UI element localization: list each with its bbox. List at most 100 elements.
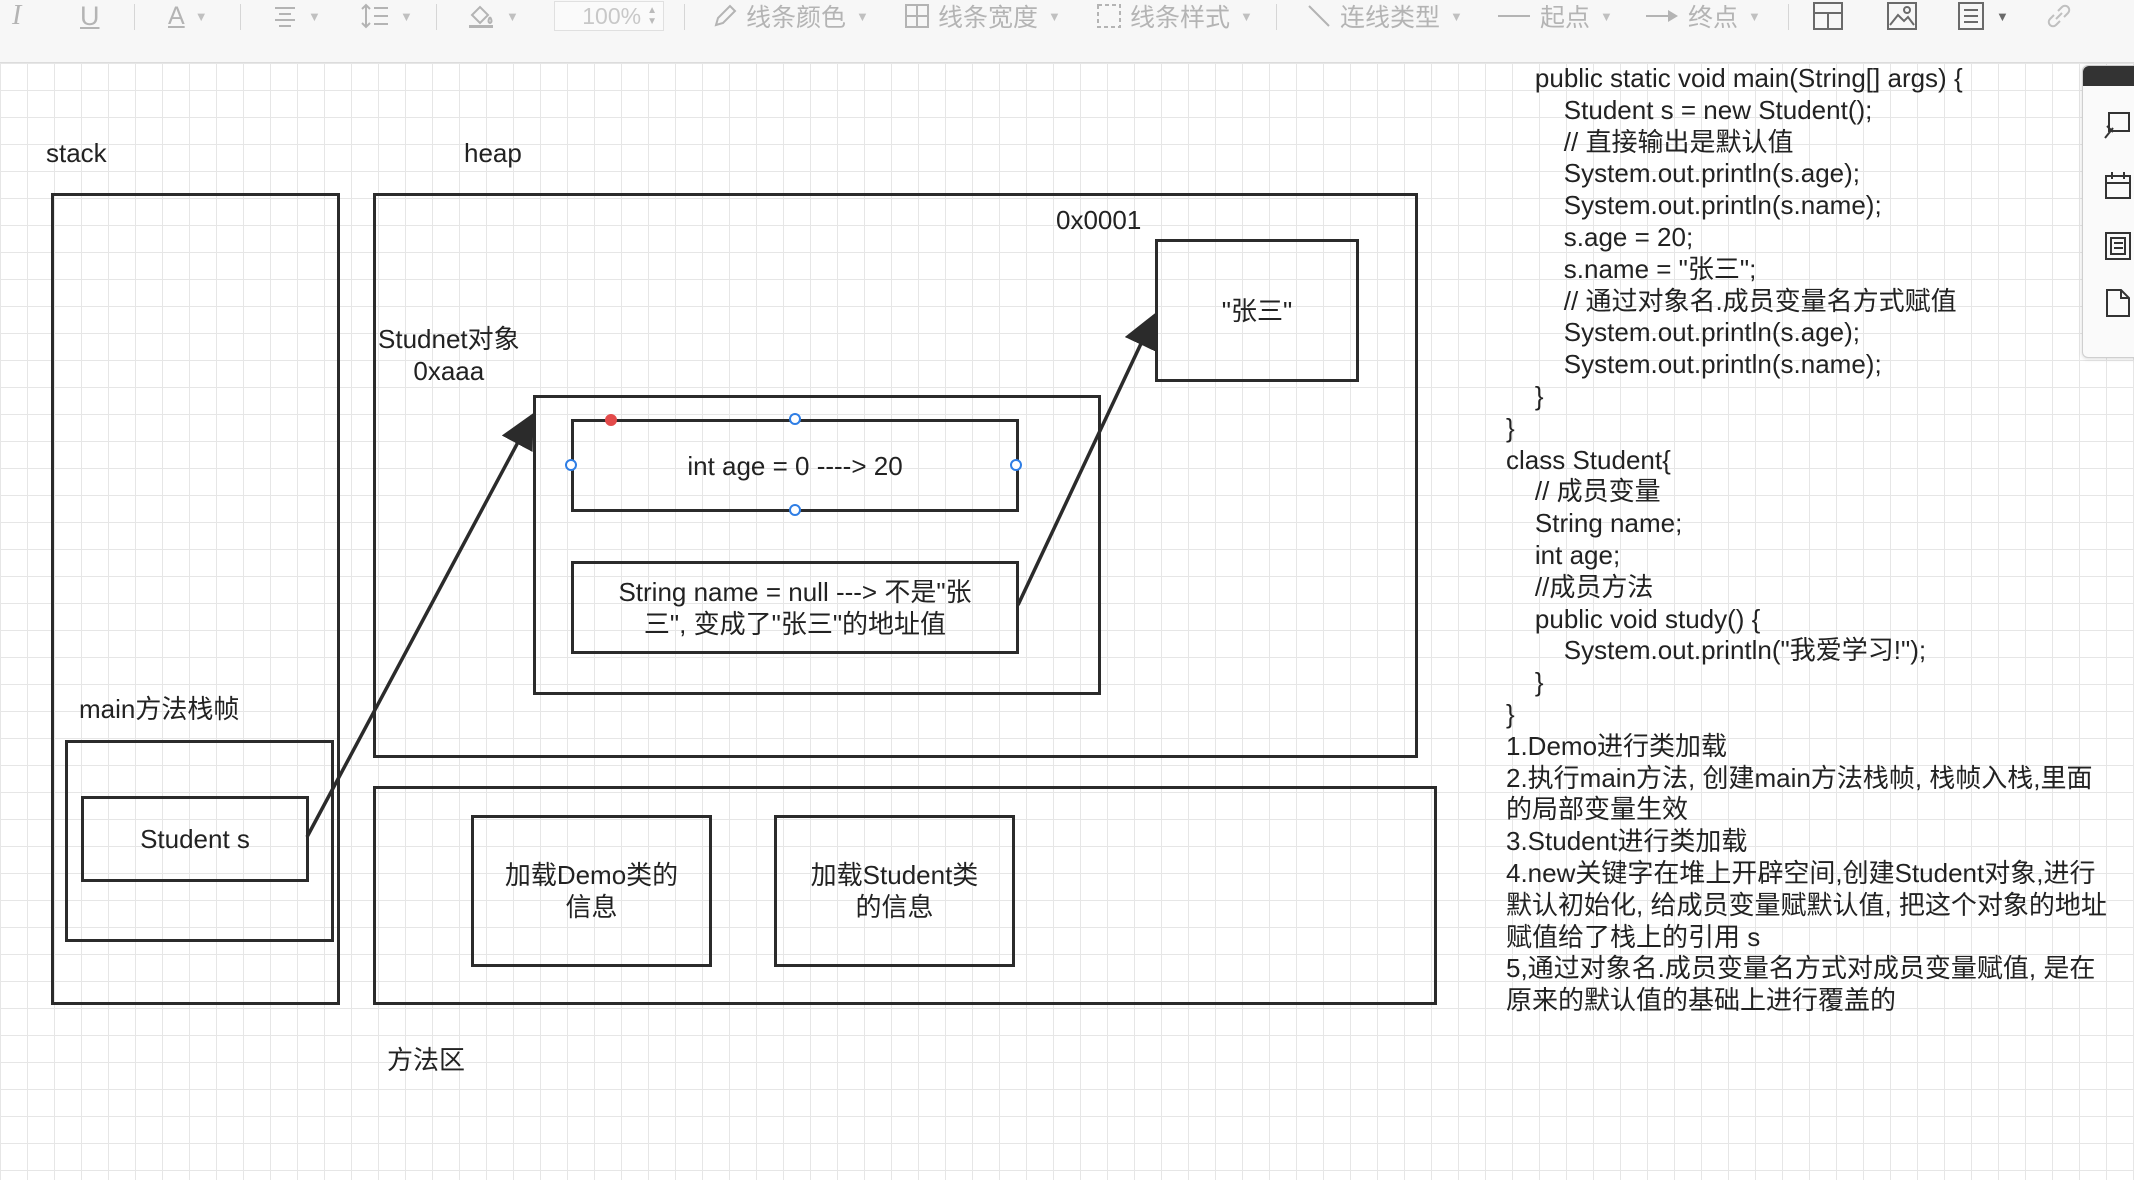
connector-type-label: 连线类型: [1340, 4, 1441, 32]
reference-arrow-name-to-string[interactable]: [1016, 312, 1157, 606]
pencil-icon: [714, 4, 737, 27]
demo-class-line2: 信息: [565, 892, 618, 922]
code-line: }: [1506, 380, 1544, 411]
code-text-block[interactable]: public static void main(String[] args) {…: [1506, 63, 2126, 1017]
code-line: System.out.println(s.age);: [1506, 317, 1861, 348]
code-line: 的局部变量生效: [1506, 794, 1689, 825]
heap-box[interactable]: [373, 193, 1418, 758]
student-object-box[interactable]: [533, 395, 1101, 695]
font-color-button[interactable]: A ▼: [168, 0, 208, 32]
resize-handle[interactable]: [789, 504, 801, 516]
code-line: 默认初始化, 给成员变量赋默认值, 把这个对象的地址: [1506, 889, 2107, 920]
insert-menu-button[interactable]: ▼: [1956, 0, 2009, 32]
zoom-input[interactable]: 100% ▲▼: [554, 0, 664, 32]
code-line: 2.执行main方法, 创建main方法栈帧, 栈帧入栈,里面: [1506, 762, 2093, 793]
chevron-down-icon: ▼: [1996, 8, 2009, 24]
insert-image-button[interactable]: [1886, 0, 1918, 32]
underline-button[interactable]: U: [80, 0, 100, 32]
name-field-box[interactable]: String name = null ---> 不是"张 三", 变成了"张三"…: [571, 561, 1019, 654]
chevron-down-icon: ▼: [308, 8, 321, 24]
code-line: 原来的默认值的基础上进行覆盖的: [1506, 985, 1897, 1016]
name-field-line1: String name = null ---> 不是"张: [618, 576, 972, 607]
page-icon[interactable]: [2103, 288, 2131, 318]
calendar-icon[interactable]: [2103, 170, 2131, 200]
drawing-canvas[interactable]: [0, 63, 2134, 1180]
toolbar-divider: [240, 4, 241, 30]
age-field-text: int age = 0 ----> 20: [687, 450, 903, 481]
code-line: s.age = 20;: [1506, 221, 1694, 252]
chevron-down-icon: ▼: [1048, 8, 1061, 24]
line-end-arrow-icon: [1646, 10, 1678, 22]
line-style-label: 线条样式: [1130, 4, 1231, 32]
code-line: int age;: [1506, 539, 1621, 570]
dashed-box-icon: [1097, 4, 1121, 28]
main-method-frame[interactable]: [65, 740, 334, 942]
start-label: 起点: [1540, 4, 1591, 32]
image-icon: [1887, 2, 1917, 30]
link-button[interactable]: [2044, 0, 2074, 32]
connection-point[interactable]: [605, 414, 617, 426]
chevron-down-icon: ▼: [856, 8, 869, 24]
code-line: }: [1506, 412, 1515, 443]
demo-class-line1: 加载Demo类的: [504, 860, 679, 890]
code-line: s.name = "张三";: [1506, 253, 1757, 284]
code-line: 1.Demo进行类加载: [1506, 730, 1728, 761]
code-line: Student s = new Student();: [1506, 94, 1873, 125]
panel-header: [2083, 66, 2134, 86]
line-spacing-button[interactable]: ▼: [360, 0, 413, 32]
connector-type-button[interactable]: 连线类型 ▼: [1306, 0, 1463, 32]
chevron-down-icon: ▼: [1450, 8, 1463, 24]
line-spacing-icon: [361, 3, 388, 29]
toolbar-divider: [684, 4, 685, 30]
code-line: // 成员变量: [1506, 476, 1661, 507]
code-line: System.out.println(s.name);: [1506, 349, 1882, 380]
code-line: System.out.println(s.age);: [1506, 158, 1861, 189]
line-width-label: 线条宽度: [938, 4, 1039, 32]
student-var-label: Student s: [140, 824, 250, 854]
stepper-icon: ▲▼: [647, 5, 657, 27]
method-area-box[interactable]: [373, 786, 1437, 1005]
object-label: Studnet对象 0xaaa: [378, 323, 520, 387]
student-reference-box[interactable]: Student s: [81, 796, 309, 882]
method-area-label: 方法区: [387, 1045, 466, 1075]
link-icon: [2047, 4, 2071, 28]
resize-handle[interactable]: [565, 459, 577, 471]
main-frame-label: main方法栈帧: [79, 694, 240, 724]
align-button[interactable]: ▼: [272, 0, 321, 32]
format-toolbar: I U A ▼ ▼ ▼ ▼ 100% ▲▼ 线条颜色 ▼ 线条宽度 ▼ 线条: [0, 0, 2134, 63]
format-panel-icon[interactable]: [2103, 110, 2131, 140]
heap-label: heap: [464, 138, 522, 168]
underline-icon: U: [80, 0, 100, 31]
string-address-label: 0x0001: [1056, 205, 1142, 235]
resize-handle[interactable]: [789, 413, 801, 425]
student-class-box[interactable]: 加载Student类 的信息: [774, 815, 1015, 967]
line-width-button[interactable]: 线条宽度 ▼: [904, 0, 1061, 32]
toolbar-divider: [134, 4, 135, 30]
demo-class-box[interactable]: 加载Demo类的 信息: [471, 815, 712, 967]
code-line: System.out.println("我爱学习!");: [1506, 635, 1927, 666]
toolbar-divider: [1276, 4, 1277, 30]
line-style-button[interactable]: 线条样式 ▼: [1096, 0, 1253, 32]
reference-arrow-s-to-object[interactable]: [305, 412, 534, 838]
end-arrow-button[interactable]: 终点 ▼: [1644, 0, 1761, 32]
pages-icon[interactable]: [2103, 230, 2131, 260]
italic-button[interactable]: I: [12, 0, 21, 32]
zoom-value: 100%: [582, 2, 642, 29]
start-arrow-button[interactable]: 起点 ▼: [1496, 0, 1613, 32]
string-object-box[interactable]: "张三": [1155, 239, 1359, 382]
layout-button[interactable]: [1812, 0, 1844, 32]
resize-handle[interactable]: [1010, 459, 1022, 471]
chevron-down-icon: ▼: [194, 8, 208, 24]
stack-box[interactable]: [51, 193, 340, 1005]
line-color-button[interactable]: 线条颜色 ▼: [712, 0, 869, 32]
fill-color-button[interactable]: ▼: [466, 0, 519, 32]
toolbar-divider: [1788, 4, 1789, 30]
chevron-down-icon: ▼: [1240, 8, 1253, 24]
code-line: }: [1506, 667, 1544, 698]
layout-icon: [1813, 2, 1843, 30]
code-line: 赋值给了栈上的引用 s: [1506, 921, 1761, 952]
age-field-box[interactable]: int age = 0 ----> 20: [571, 419, 1019, 512]
side-tool-panel: [2082, 65, 2134, 358]
toolbar-divider: [436, 4, 437, 30]
